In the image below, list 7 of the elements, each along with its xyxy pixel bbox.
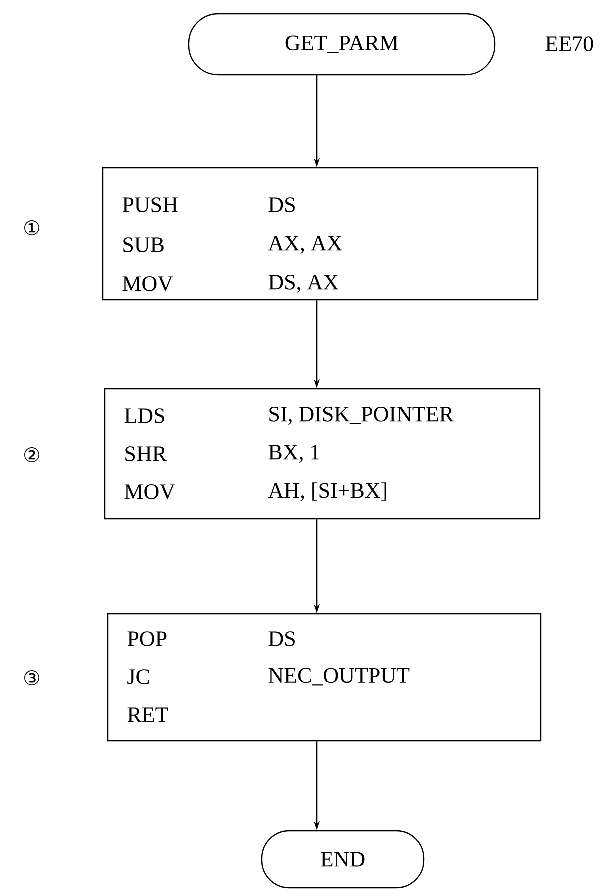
address-label: EE70 [546,36,594,52]
step-number: ② [24,448,40,462]
process-box: LDS SI, DISK_POINTER SHR BX, 1 MOV AH, [SI+BX] [104,388,541,520]
step-number: ① [24,220,40,236]
process-box: PUSH DS SUB AX, AX MOV DS, AX [102,167,539,301]
process-box: POP DS JC NEC_OUTPUT RET [107,613,542,742]
step-number: ③ [24,670,40,686]
